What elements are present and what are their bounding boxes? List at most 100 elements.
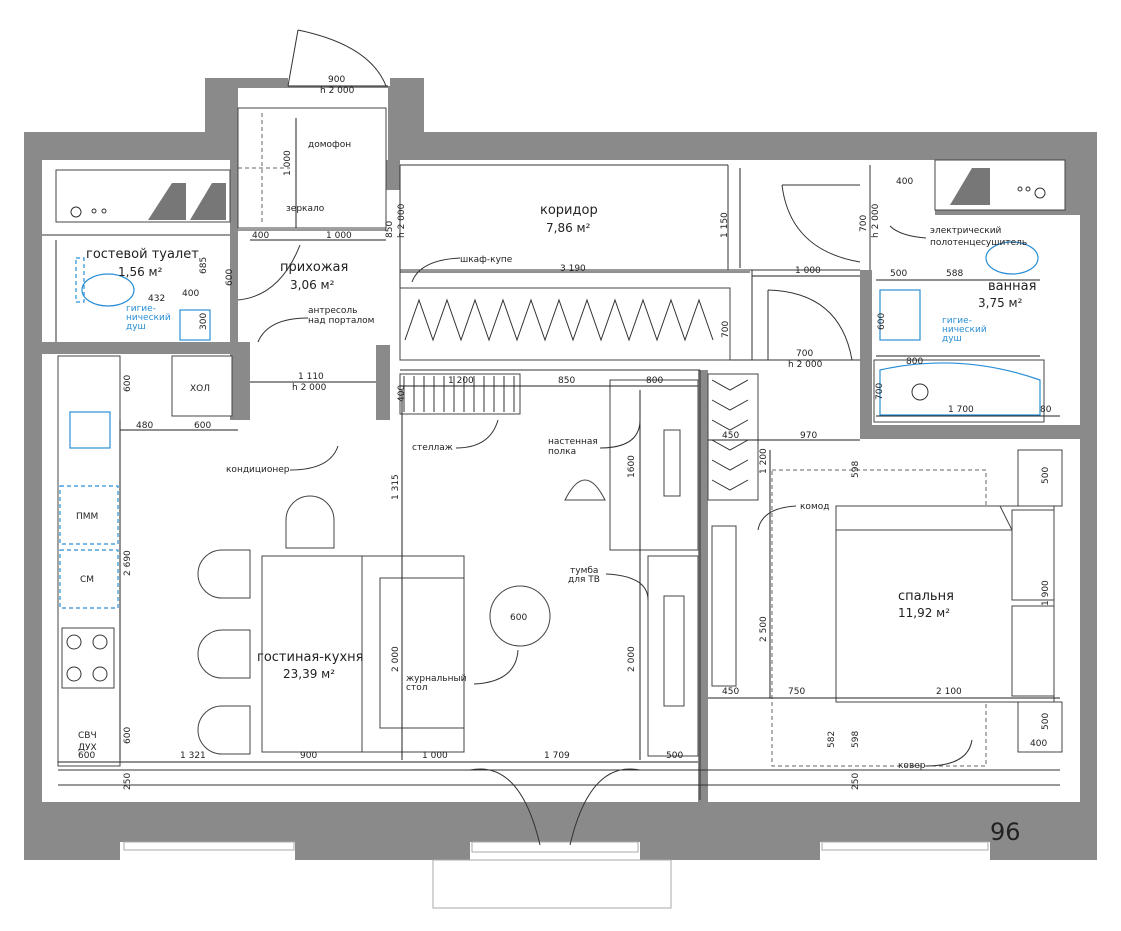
dim-wardrobe-700: 700 — [721, 321, 731, 338]
room-guest-wc-area: 1,56 м² — [118, 265, 163, 279]
dim-liv-600bot: 600 — [123, 727, 133, 744]
dim-hall-400: 400 — [252, 231, 269, 241]
label-wall-shelf-2: полка — [548, 447, 576, 457]
bath-toilet — [985, 241, 1039, 275]
dim-liv-2000a: 2 000 — [391, 646, 401, 672]
bath-sink — [879, 289, 921, 341]
chair-3 — [197, 705, 251, 755]
coffee-table — [489, 585, 551, 647]
label-hyg-shower-wc-2: нический — [126, 313, 171, 323]
room-corridor-area: 7,86 м² — [546, 221, 591, 235]
dim-bed-door-h: h 2 000 — [788, 360, 823, 370]
room-bath-name: ванная — [988, 279, 1036, 294]
window-left — [123, 841, 295, 851]
dim-bath-1700: 1 700 — [948, 405, 974, 415]
chair-top — [285, 495, 335, 549]
wall-hall-pier — [230, 342, 250, 420]
dim-bed-2100: 2 100 — [936, 687, 962, 697]
wall-wc-bottom — [42, 342, 238, 354]
dim-entry-door-h: h 2 000 — [320, 86, 355, 96]
wardrobe — [399, 287, 731, 361]
label-dishwasher: ПММ — [76, 512, 98, 522]
dim-entry-door-w: 900 — [328, 75, 345, 85]
washer — [59, 549, 119, 609]
dim-wc-432: 432 — [148, 294, 165, 304]
dim-bed-1200: 1 200 — [759, 448, 769, 474]
dim-bath-600: 600 — [877, 313, 887, 330]
room-living-name: гостиная-кухня — [257, 650, 364, 665]
label-tv-stand-2: для ТВ — [568, 575, 600, 585]
dim-hall-door-850: 850 — [385, 221, 395, 238]
room-hall-name: прихожая — [280, 260, 348, 275]
room-bedroom-area: 11,92 м² — [898, 606, 950, 620]
dim-liv-500: 500 — [666, 751, 683, 761]
dimension-labels: 900 h 2 000 1 000 400 1 000 685 600 400 … — [78, 75, 1052, 790]
label-hyg-shower-bath-1: гигие- — [942, 316, 972, 326]
bedroom-door — [767, 289, 853, 361]
dim-liv-1000: 1 000 — [422, 751, 448, 761]
dim-bed-750: 750 — [788, 687, 805, 697]
room-labels: гостевой туалет 1,56 м² прихожая 3,06 м²… — [86, 203, 1036, 681]
dim-bath-80: 80 — [1040, 405, 1052, 415]
room-living-area: 23,39 м² — [283, 667, 335, 681]
kitchen-counter — [57, 355, 121, 767]
room-bedroom-name: спальня — [898, 589, 954, 604]
label-dresser: комод — [800, 502, 829, 512]
dim-wc-685: 685 — [199, 257, 209, 274]
wall-portal-pier — [376, 345, 390, 420]
leader-arrows — [257, 225, 973, 767]
dim-liv-2000b: 2 000 — [627, 646, 637, 672]
dim-bath-door-700: 700 — [859, 215, 869, 232]
rack — [399, 373, 521, 415]
nightstand-top — [1017, 449, 1063, 507]
dim-bed-598b: 598 — [851, 731, 861, 748]
rug — [771, 469, 987, 767]
balcony-door — [469, 768, 641, 846]
fridge — [171, 355, 233, 417]
label-hyg-shower-bath-2: нический — [942, 325, 987, 335]
label-wardrobe: шкаф-купе — [460, 255, 513, 265]
wall-shell — [24, 78, 1097, 860]
label-wall-shelf-1: настенная — [548, 437, 598, 447]
dim-liv-250: 250 — [123, 773, 133, 790]
armchair — [564, 479, 606, 501]
bath-door — [781, 184, 861, 263]
wall-bed-left — [698, 370, 708, 802]
dim-hall-1000: 1 000 — [283, 150, 293, 176]
bedroom-wardrobe — [707, 373, 759, 501]
dim-bed-2500: 2 500 — [759, 616, 769, 642]
dim-wc-600: 600 — [225, 269, 235, 286]
dim-liv-1709: 1 709 — [544, 751, 570, 761]
dim-kitchen-600b: 600 — [194, 421, 211, 431]
dim-bed-500a: 500 — [1041, 467, 1051, 484]
wall-shelf — [609, 379, 699, 551]
dim-bed-970: 970 — [800, 431, 817, 441]
label-microwave-2: ДУХ — [78, 743, 97, 753]
dim-bath-800: 800 — [906, 357, 923, 367]
label-hyg-shower-wc-1: гигие- — [126, 304, 156, 314]
chair-2 — [197, 629, 251, 679]
dim-liv-850: 850 — [558, 376, 575, 386]
windows — [123, 841, 989, 909]
wall-bath-left — [860, 270, 872, 430]
watermark: 96 — [990, 818, 1021, 846]
dim-bath-door-h: h 2 000 — [871, 203, 881, 238]
dim-liv-400: 400 — [397, 385, 407, 402]
entry-door — [287, 29, 387, 87]
wc-sink — [179, 309, 211, 341]
label-hyg-shower-bath-3: душ — [942, 334, 962, 344]
wall-kitchen-right — [386, 160, 400, 190]
label-towel-dryer-2: полотенцесушитель — [930, 238, 1027, 248]
annotation-labels: домофон зеркало шкаф-купе антресоль над … — [76, 140, 1027, 846]
dim-bed-1900: 1 900 — [1041, 580, 1051, 606]
dim-kitchen-480: 480 — [136, 421, 153, 431]
label-hyg-shower-wc-3: душ — [126, 322, 146, 332]
wall-bath-bottom — [860, 425, 1080, 439]
label-tv-stand-1: тумба — [570, 566, 598, 576]
label-rug: ковер — [898, 761, 926, 771]
dim-bath-400: 400 — [896, 177, 913, 187]
dim-bed-450b: 450 — [722, 687, 739, 697]
label-ac: кондиционер — [226, 465, 290, 475]
dim-wc-300: 300 — [199, 313, 209, 330]
